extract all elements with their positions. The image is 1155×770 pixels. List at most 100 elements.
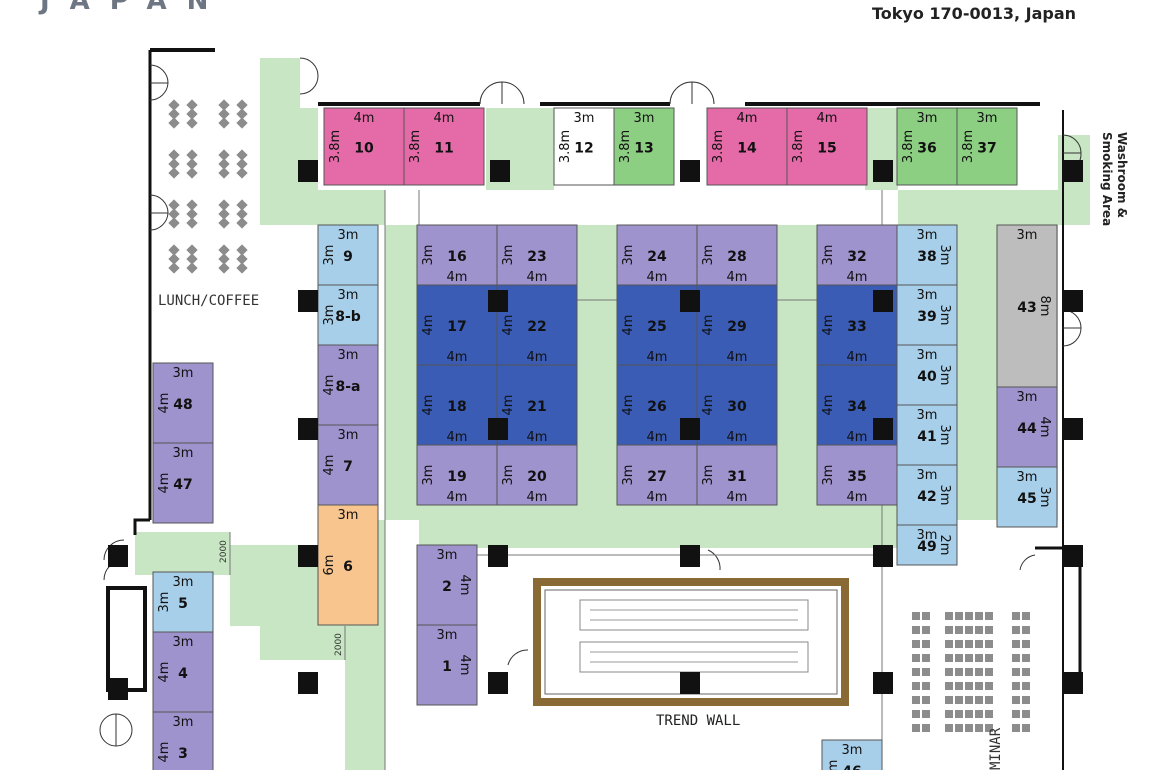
pillar-layer [108, 160, 1083, 700]
booth-37-number: 37 [977, 141, 996, 157]
pillar [488, 672, 508, 694]
seminar-seat [955, 612, 963, 620]
seminar-seat [965, 710, 973, 718]
booth-46-height: 3m [826, 760, 841, 770]
booth-28-height: 3m [701, 245, 716, 266]
booth-42-rect [896, 464, 958, 526]
booth-47-width: 3m [173, 446, 194, 461]
booth-12-rect [553, 107, 615, 186]
booth-14-height: 3.8m [711, 130, 726, 163]
pillar [488, 545, 508, 567]
seminar-seat [945, 626, 953, 634]
booth-17-rect [416, 284, 498, 366]
pillar [1063, 545, 1083, 567]
booth-24-width: 4m [647, 270, 668, 285]
booth-45-height: 3m [1037, 487, 1052, 508]
booth-8-a-number: 8-a [336, 379, 361, 395]
booth-48-number: 48 [173, 397, 192, 413]
seminar-seat [912, 696, 920, 704]
booth-10-width: 4m [354, 111, 375, 126]
booth-42-width: 3m [917, 468, 938, 483]
pillar [873, 160, 893, 182]
seminar-seat [965, 668, 973, 676]
booth-43-number: 43 [1017, 300, 1036, 316]
booth-12-height: 3.8m [558, 130, 573, 163]
booth-41-rect [896, 404, 958, 466]
booth-22-height: 4m [501, 315, 516, 336]
seminar-seat [1022, 640, 1030, 648]
pillar [1063, 672, 1083, 694]
booth-40-height: 3m [937, 365, 952, 386]
booth-42-height: 3m [937, 485, 952, 506]
booth-30-width: 4m [727, 430, 748, 445]
booth-13-number: 13 [634, 141, 653, 157]
booth-45-rect [996, 466, 1058, 528]
seminar-seat [922, 612, 930, 620]
booth-33-width: 4m [847, 350, 868, 365]
booth-18-rect [416, 364, 498, 446]
booth-17-height: 4m [421, 315, 436, 336]
seminar-seat [1012, 724, 1020, 732]
booth-21-height: 4m [501, 395, 516, 416]
booth-46[interactable]: 463m3m [821, 739, 883, 770]
seminar-seat [985, 640, 993, 648]
booth-31-rect [696, 444, 778, 506]
seminar-seat [1012, 640, 1020, 648]
booth-31-number: 31 [727, 469, 746, 485]
booth-7-rect [317, 424, 379, 506]
booth-1-number: 1 [442, 659, 452, 675]
booth-36-rect [896, 107, 958, 186]
booth-25-number: 25 [647, 319, 666, 335]
booth-16-height: 3m [421, 245, 436, 266]
booth-33-number: 33 [847, 319, 866, 335]
seminar-seat [1012, 626, 1020, 634]
booth-46-width: 3m [842, 743, 863, 758]
seminar-seat [1012, 654, 1020, 662]
